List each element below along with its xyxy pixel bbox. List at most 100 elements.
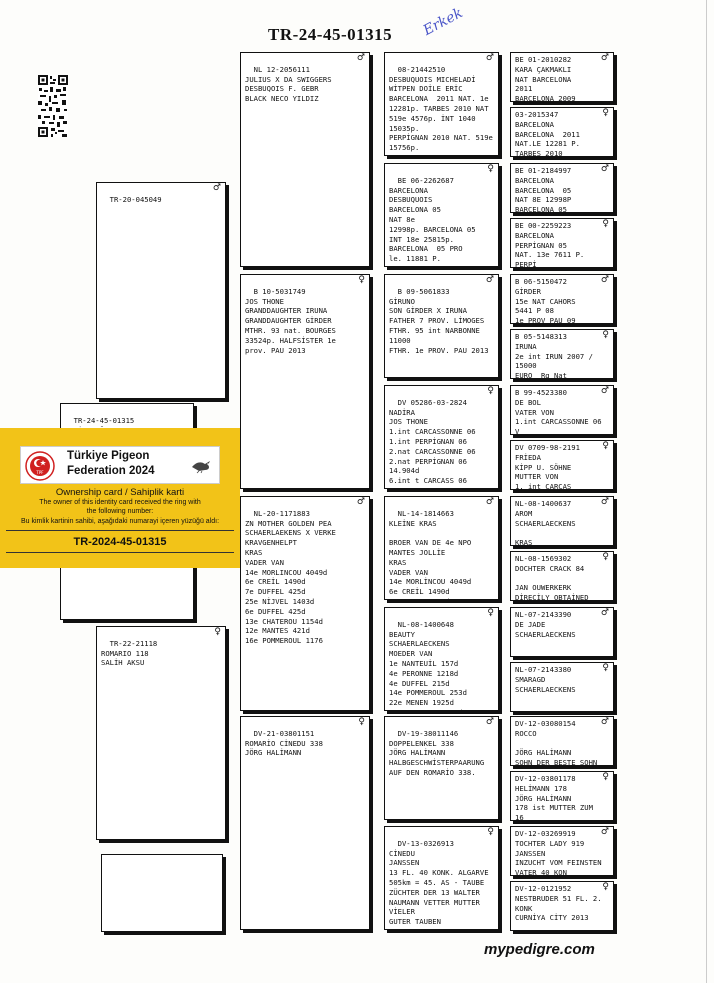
male-icon: ♂ xyxy=(485,53,494,63)
scan-edge xyxy=(706,0,707,983)
granddam-maternal-card: DV-21-03801151 ROMARİO CİNEDU 338 JÖRG H… xyxy=(240,716,370,930)
ancestor-card-g3: BE 01-2184997 BARCELONA BARCELONA 05 NAT… xyxy=(510,163,614,213)
male-icon: ♂ xyxy=(485,717,494,727)
federation-name-line1: Türkiye Pigeon xyxy=(67,450,150,462)
pedigree-text: NL 12-2056111 JULIUS X DA SWIGGERS DESBU… xyxy=(245,64,332,104)
ancestor-card-dsd: NL-08-1400648 BEAUTY SCHAERLAECKENS MOED… xyxy=(384,607,499,711)
dam-card: TR-22-21118 ROMARIO 118 SALİH AKSU ♀ xyxy=(96,626,226,840)
female-icon: ♀ xyxy=(602,772,609,782)
divider xyxy=(6,552,234,553)
brand-footer: mypedigre.com xyxy=(484,941,595,958)
female-icon: ♀ xyxy=(487,386,494,396)
male-icon: ♂ xyxy=(356,53,365,63)
grandsire-maternal-card: NL-20-1171883 ZN MOTHER GOLDEN PEA SCHAE… xyxy=(240,496,370,711)
ancestor-card-dss: NL-14-1814663 KLEİNE KRAS BROER VAN DE 4… xyxy=(384,496,499,600)
pedigree-text: 03-2015347 BARCELONA BARCELONA 2011 NAT.… xyxy=(515,110,580,157)
handwritten-note: Erkek xyxy=(420,5,466,39)
female-icon: ♀ xyxy=(602,330,609,340)
ancestor-card-sdd: DV 05286-03-2824 NADİRA JOS THONE 1.int … xyxy=(384,385,499,489)
pedigree-text: BE 00-2259223 BARCELONA PERPİGNAN 05 NAT… xyxy=(515,221,585,268)
pedigree-text: NL-08-1400637 AROM SCHAERLAECKENS KRAS xyxy=(515,499,576,546)
sire-card: TR-20-045049 ♂ xyxy=(96,182,226,399)
ancestor-card-g2: 03-2015347 BARCELONA BARCELONA 2011 NAT.… xyxy=(510,107,614,157)
pedigree-text: NL-07-2143390 DE JADE SCHAERLAECKENS xyxy=(515,610,576,639)
pedigree-text: B 09-5061833 GİRUNO SON GİRDER X IRUNA F… xyxy=(389,286,489,355)
ancestor-card-sds: B 09-5061833 GİRUNO SON GİRDER X IRUNA F… xyxy=(384,274,499,378)
ancestor-card-g14: DV-12-03801178 HELİMANN 178 JÖRG HALİMAN… xyxy=(510,771,614,821)
pedigree-text: B 99-4523380 DE BOL VATER VON 1.int CARC… xyxy=(515,388,602,435)
ancestor-card-g13: DV-12-03080154 ROCCO JÖRG HALİMANN SOHN … xyxy=(510,716,614,766)
pedigree-text: DV-12-03080154 ROCCO JÖRG HALİMANN SOHN … xyxy=(515,719,598,766)
card-text-line1: The owner of this identity card received… xyxy=(39,499,201,506)
pedigree-text: DV-21-03801151 ROMARİO CİNEDU 338 JÖRG H… xyxy=(245,728,323,758)
pedigree-text: DV-12-03801178 HELİMANN 178 JÖRG HALİMAN… xyxy=(515,774,593,821)
female-icon: ♀ xyxy=(487,608,494,618)
ancestor-card-ddd: DV-13-0326913 CİNEDU JANSSEN 13 FL. 40 K… xyxy=(384,826,499,930)
ancestor-card-g6: B 05-5148313 IRUNA 2e int IRUN 2007 / 15… xyxy=(510,329,614,379)
card-text-line2: the following number: xyxy=(86,508,154,515)
grandsire-paternal-card: NL 12-2056111 JULIUS X DA SWIGGERS DESBU… xyxy=(240,52,370,267)
female-icon: ♀ xyxy=(602,108,609,118)
female-icon: ♀ xyxy=(602,663,609,673)
pedigree-text: 08-21442510 DESBUQUOIS MICHELADİ WİTPEN … xyxy=(389,64,493,155)
male-icon: ♂ xyxy=(600,497,609,507)
pedigree-text: B 06-5150472 GİRDER 15e NAT CAHORS 5441 … xyxy=(515,277,576,324)
granddam-paternal-card: B 10-5031749 JOS THONE GRANDDAUGHTER IRU… xyxy=(240,274,370,489)
pedigree-text: BE 01-2184997 BARCELONA BARCELONA 05 NAT… xyxy=(515,166,572,213)
female-icon: ♀ xyxy=(602,219,609,229)
pedigree-text: DV-12-0121952 NESTBRUDER 51 FL. 2. KONK … xyxy=(515,884,602,923)
card-text-line3: Bu kimlik kartinin sahibi, aşağıdaki num… xyxy=(20,518,220,525)
qr-code-icon xyxy=(38,75,68,137)
card-heading: Ownership card / Sahiplik karti xyxy=(55,487,185,498)
male-icon: ♂ xyxy=(485,275,494,285)
female-icon: ♀ xyxy=(602,552,609,562)
male-icon: ♂ xyxy=(600,53,609,63)
female-icon: ♀ xyxy=(358,275,365,285)
male-icon: ♂ xyxy=(600,608,609,618)
ancestor-card-ssd: BE 06-2262687 BARCELONA DESBUQUOIS BARCE… xyxy=(384,163,499,267)
federation-logo-icon: TPF xyxy=(25,451,55,481)
pedigree-text: DV 0709-98-2191 FRİEDA KİPP U. SÖHNE MUT… xyxy=(515,443,580,490)
empty-card xyxy=(101,854,223,932)
ancestor-card-g15: DV-12-03269919 TOCHTER LADY 919 JANSSEN … xyxy=(510,826,614,876)
ancestor-card-g8: DV 0709-98-2191 FRİEDA KİPP U. SÖHNE MUT… xyxy=(510,440,614,490)
pedigree-text: NL-14-1814663 KLEİNE KRAS BROER VAN DE 4… xyxy=(389,508,472,599)
pedigree-text: TR-22-21118 ROMARIO 118 SALİH AKSU xyxy=(101,638,158,668)
male-icon: ♂ xyxy=(485,497,494,507)
female-icon: ♀ xyxy=(214,627,221,637)
svg-text:TPF: TPF xyxy=(35,470,44,475)
pedigree-text: TR-20-045049 xyxy=(109,194,162,204)
male-icon: ♂ xyxy=(600,164,609,174)
divider xyxy=(6,530,234,531)
male-icon: ♂ xyxy=(600,386,609,396)
pedigree-text: NL-07-2143380 SMARAGD SCHAERLAECKENS xyxy=(515,665,576,694)
male-icon: ♂ xyxy=(212,183,221,193)
ancestor-card-g11: NL-07-2143390 DE JADE SCHAERLAECKENS ♂ xyxy=(510,607,614,657)
ring-number: TR-2024-45-01315 xyxy=(73,536,167,548)
federation-header: TPF Türkiye Pigeon Federation 2024 xyxy=(20,446,220,484)
male-icon: ♂ xyxy=(356,497,365,507)
pedigree-text: BE 01-2010282 KARA ÇAKMAKLI NAT BARCELON… xyxy=(515,55,576,102)
ancestor-card-g10: NL-08-1569302 DOCHTER CRACK 84 JAN OUWER… xyxy=(510,551,614,601)
ownership-card: TPF Türkiye Pigeon Federation 2024 Owner… xyxy=(0,428,240,568)
pedigree-title: TR-24-45-01315 xyxy=(268,25,393,44)
ancestor-card-g7: B 99-4523380 DE BOL VATER VON 1.int CARC… xyxy=(510,385,614,435)
pedigree-text: NL-20-1171883 ZN MOTHER GOLDEN PEA SCHAE… xyxy=(245,508,336,646)
pedigree-text: NL-08-1569302 DOCHTER CRACK 84 JAN OUWER… xyxy=(515,554,589,601)
ancestor-card-g12: NL-07-2143380 SMARAGD SCHAERLAECKENS ♀ xyxy=(510,662,614,712)
pedigree-text: DV-19-38011146 DOPPELENKEL 338 JÖRG HALİ… xyxy=(389,728,485,777)
male-icon: ♂ xyxy=(600,717,609,727)
female-icon: ♀ xyxy=(487,827,494,837)
pedigree-text: BE 06-2262687 BARCELONA DESBUQUOIS BARCE… xyxy=(389,175,484,266)
female-icon: ♀ xyxy=(487,164,494,174)
pigeon-icon xyxy=(192,461,210,474)
female-icon: ♀ xyxy=(358,717,365,727)
male-icon: ♂ xyxy=(600,275,609,285)
male-icon: ♂ xyxy=(600,827,609,837)
pedigree-text: DV 05286-03-2824 NADİRA JOS THONE 1.int … xyxy=(389,397,476,486)
ancestor-card-g4: BE 00-2259223 BARCELONA PERPİGNAN 05 NAT… xyxy=(510,218,614,268)
ancestor-card-g1: BE 01-2010282 KARA ÇAKMAKLI NAT BARCELON… xyxy=(510,52,614,102)
pedigree-text: NL-08-1400648 BEAUTY SCHAERLAECKENS MOED… xyxy=(389,619,467,710)
ancestor-card-sss: 08-21442510 DESBUQUOIS MICHELADİ WİTPEN … xyxy=(384,52,499,156)
ancestor-card-dds: DV-19-38011146 DOPPELENKEL 338 JÖRG HALİ… xyxy=(384,716,499,820)
